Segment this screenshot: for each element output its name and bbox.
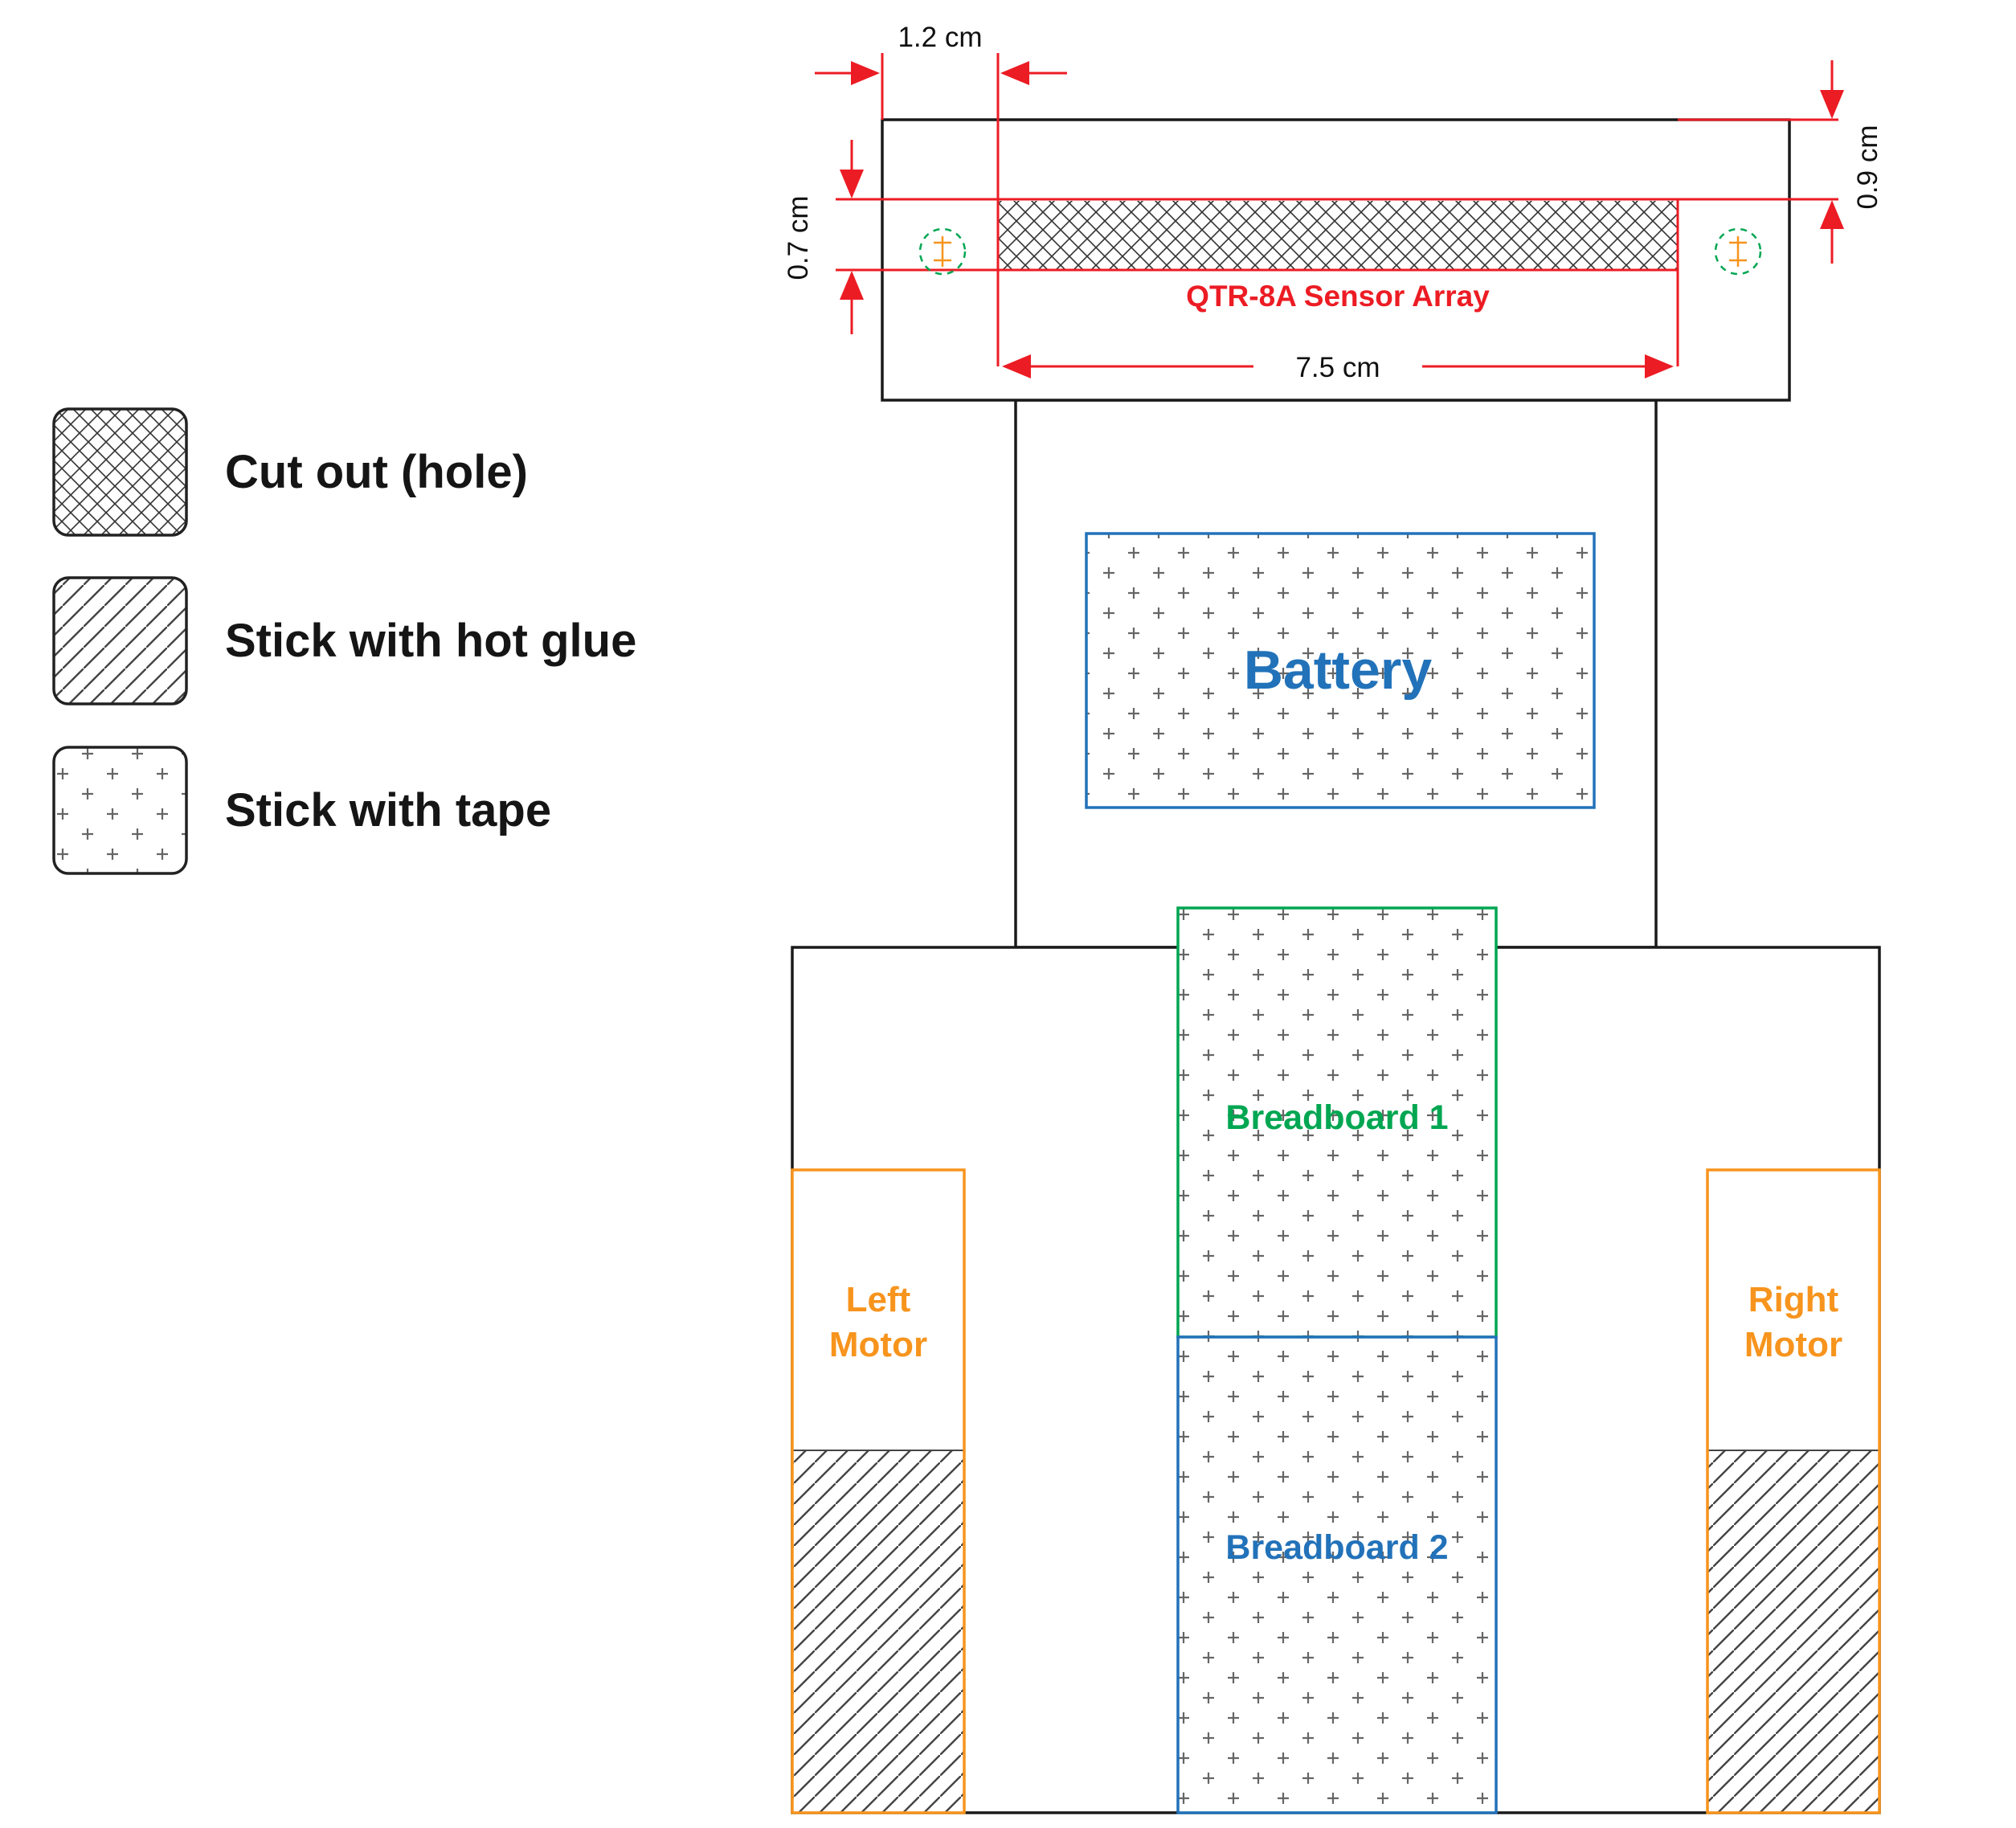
- battery-label: Battery: [1244, 640, 1432, 701]
- mounting-hole-right: [1714, 227, 1762, 276]
- breadboard2-area: [1176, 1335, 1498, 1814]
- dimension-extension-lines: [836, 53, 1838, 366]
- sensor-cutout-area: [998, 201, 1678, 269]
- mounting-hole-right-circle: [1714, 227, 1762, 276]
- left-motor-label-line2: Motor: [829, 1325, 927, 1364]
- mounting-hole-left: [918, 227, 967, 276]
- legend-label-tape: Stick with tape: [225, 784, 551, 836]
- legend-swatch-cutout: [52, 407, 188, 537]
- dimension-arrows: [815, 60, 1844, 378]
- left-motor: Left Motor: [791, 1168, 966, 1814]
- breadboard1-label: Breadboard 1: [1225, 1098, 1448, 1137]
- battery-area: [1085, 532, 1596, 809]
- legend-swatch-hot-glue: [52, 576, 188, 705]
- left-motor-glue-area: [791, 1450, 965, 1814]
- dim-label-0-7cm: 0.7 cm: [783, 195, 814, 280]
- legend-swatch-tape: [52, 746, 188, 875]
- right-motor-label-line1: Right: [1748, 1280, 1839, 1319]
- mounting-hole-left-crosshair-icon: [934, 236, 951, 267]
- breadboard2-label: Breadboard 2: [1225, 1528, 1448, 1567]
- dim-label-0-9cm: 0.9 cm: [1852, 125, 1883, 209]
- mounting-hole-left-circle: [918, 227, 967, 276]
- legend: Cut out (hole) Stick with hot glue Stick…: [52, 407, 636, 875]
- left-motor-outline: [791, 1168, 966, 1814]
- right-motor-label-line2: Motor: [1744, 1325, 1842, 1364]
- right-motor-glue-area: [1707, 1450, 1880, 1814]
- mounting-hole-right-crosshair-icon: [1729, 236, 1747, 267]
- right-motor-outline: [1706, 1168, 1881, 1814]
- sensor-array-label: QTR-8A Sensor Array: [1186, 280, 1490, 313]
- legend-label-hot-glue: Stick with hot glue: [225, 615, 636, 667]
- legend-label-cutout: Cut out (hole): [225, 446, 528, 498]
- left-motor-label-line1: Left: [846, 1280, 911, 1319]
- right-motor: Right Motor: [1706, 1168, 1881, 1814]
- dim-label-7-5cm: 7.5 cm: [1295, 352, 1380, 383]
- dim-label-1-2cm: 1.2 cm: [898, 22, 982, 53]
- breadboard1-area: [1176, 906, 1498, 1339]
